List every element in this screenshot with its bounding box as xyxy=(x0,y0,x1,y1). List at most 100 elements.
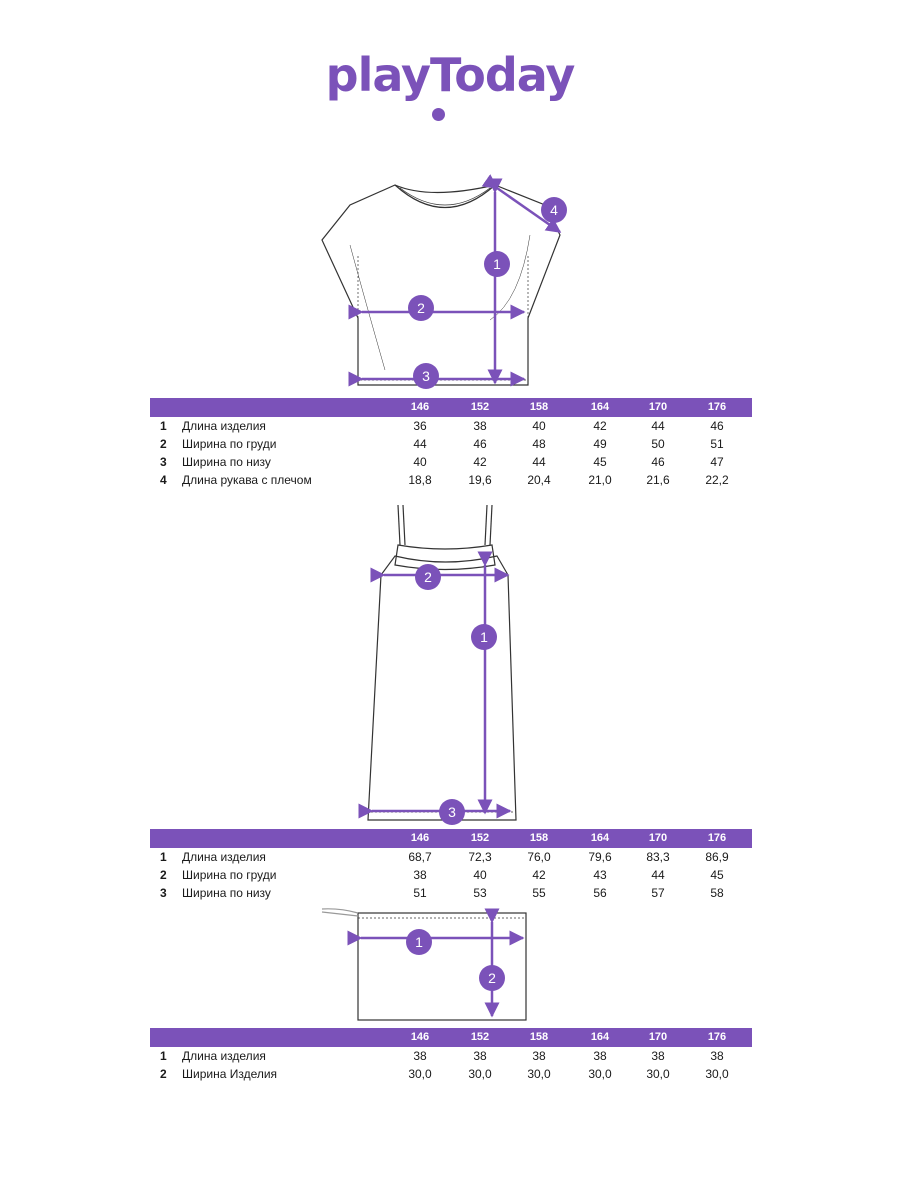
value-cell: 30,0 xyxy=(705,1067,729,1081)
value-cell: 42 xyxy=(593,419,607,433)
value-cell: 42 xyxy=(473,455,487,469)
tshirt-marker-1: 1 xyxy=(484,251,510,277)
value-cell: 20,4 xyxy=(527,473,551,487)
size-cell: 146 xyxy=(410,401,430,413)
size-cell: 152 xyxy=(470,1031,490,1043)
value-cell: 30,0 xyxy=(588,1067,612,1081)
size-cell: 164 xyxy=(590,1031,610,1043)
value-cell: 46 xyxy=(651,455,665,469)
value-cell: 79,6 xyxy=(588,850,612,864)
value-cell: 38 xyxy=(532,1049,546,1063)
tshirt-measure-lines xyxy=(348,174,562,387)
table-row: 2 Ширина Изделия 30,0 30,0 30,0 30,0 30,… xyxy=(150,1065,752,1083)
value-cell: 57 xyxy=(651,886,665,900)
value-cell: 40 xyxy=(532,419,546,433)
value-cell: 48 xyxy=(532,437,546,451)
bag-marker-2: 2 xyxy=(479,965,505,991)
value-cell: 86,9 xyxy=(705,850,729,864)
value-cell: 38 xyxy=(651,1049,665,1063)
value-cell: 50 xyxy=(651,437,665,451)
value-cell: 21,0 xyxy=(588,473,612,487)
tshirt-marker-2: 2 xyxy=(408,295,434,321)
size-cell: 158 xyxy=(529,832,549,844)
value-cell: 58 xyxy=(710,886,724,900)
size-header-row: 146 152 158 164 170 176 xyxy=(150,1028,752,1047)
size-header-row: 146 152 158 164 170 176 xyxy=(150,398,752,417)
value-cell: 38 xyxy=(473,1049,487,1063)
dress-marker-3: 3 xyxy=(439,799,465,825)
row-name: Длина изделия xyxy=(182,419,266,433)
value-cell: 21,6 xyxy=(646,473,670,487)
value-cell: 46 xyxy=(710,419,724,433)
value-cell: 83,3 xyxy=(646,850,670,864)
row-number: 1 xyxy=(160,850,167,864)
size-cell: 146 xyxy=(410,1031,430,1043)
bag-marker-1: 1 xyxy=(406,929,432,955)
value-cell: 53 xyxy=(473,886,487,900)
row-name: Длина изделия xyxy=(182,1049,266,1063)
value-cell: 40 xyxy=(473,868,487,882)
table-row: 2 Ширина по груди 38 40 42 43 44 45 xyxy=(150,866,752,884)
value-cell: 55 xyxy=(532,886,546,900)
value-cell: 19,6 xyxy=(468,473,492,487)
size-cell: 170 xyxy=(648,832,668,844)
size-cell: 170 xyxy=(648,1031,668,1043)
svg-text:1: 1 xyxy=(493,256,501,272)
size-cell: 146 xyxy=(410,832,430,844)
value-cell: 30,0 xyxy=(646,1067,670,1081)
brand-logo: playToday xyxy=(325,48,576,102)
row-name: Ширина Изделия xyxy=(182,1067,278,1081)
size-cell: 176 xyxy=(707,832,727,844)
value-cell: 36 xyxy=(413,419,427,433)
bag-sketch xyxy=(321,908,527,1021)
svg-text:2: 2 xyxy=(424,569,432,585)
size-cell: 158 xyxy=(529,1031,549,1043)
size-table-tshirt: 146 152 158 164 170 176 1 Длина изделия … xyxy=(150,398,752,489)
value-cell: 45 xyxy=(593,455,607,469)
size-cell: 152 xyxy=(470,401,490,413)
value-cell: 46 xyxy=(473,437,487,451)
value-cell: 44 xyxy=(651,419,665,433)
table-row: 1 Длина изделия 36 38 40 42 44 46 xyxy=(150,417,752,435)
size-cell: 176 xyxy=(707,401,727,413)
value-cell: 49 xyxy=(593,437,607,451)
table-row: 1 Длина изделия 38 38 38 38 38 38 xyxy=(150,1047,752,1065)
svg-text:2: 2 xyxy=(417,300,425,316)
dress-marker-2: 2 xyxy=(415,564,441,590)
size-cell: 158 xyxy=(529,401,549,413)
table-row: 1 Длина изделия 68,7 72,3 76,0 79,6 83,3… xyxy=(150,848,752,866)
svg-text:4: 4 xyxy=(550,202,558,218)
value-cell: 76,0 xyxy=(527,850,551,864)
size-cell: 164 xyxy=(590,401,610,413)
value-cell: 30,0 xyxy=(527,1067,551,1081)
value-cell: 47 xyxy=(710,455,724,469)
value-cell: 18,8 xyxy=(408,473,432,487)
row-number: 4 xyxy=(160,473,167,487)
value-cell: 30,0 xyxy=(408,1067,432,1081)
tshirt-sketch xyxy=(321,184,561,386)
value-cell: 72,3 xyxy=(468,850,492,864)
row-name: Ширина по низу xyxy=(182,455,271,469)
value-cell: 56 xyxy=(593,886,607,900)
row-name: Ширина по груди xyxy=(182,868,277,882)
row-number: 2 xyxy=(160,437,167,451)
value-cell: 38 xyxy=(593,1049,607,1063)
table-row: 2 Ширина по груди 44 46 48 49 50 51 xyxy=(150,435,752,453)
size-cell: 170 xyxy=(648,401,668,413)
value-cell: 51 xyxy=(710,437,724,451)
value-cell: 42 xyxy=(532,868,546,882)
value-cell: 43 xyxy=(593,868,607,882)
svg-text:3: 3 xyxy=(448,804,456,820)
row-number: 1 xyxy=(160,1049,167,1063)
row-name: Длина изделия xyxy=(182,850,266,864)
svg-text:1: 1 xyxy=(415,934,423,950)
tshirt-marker-4: 4 xyxy=(541,197,567,223)
size-header-row: 146 152 158 164 170 176 xyxy=(150,829,752,848)
value-cell: 38 xyxy=(413,1049,427,1063)
tshirt-marker-3: 3 xyxy=(413,363,439,389)
size-cell: 176 xyxy=(707,1031,727,1043)
table-row: 3 Ширина по низу 40 42 44 45 46 47 xyxy=(150,453,752,471)
size-cell: 164 xyxy=(590,832,610,844)
value-cell: 40 xyxy=(413,455,427,469)
